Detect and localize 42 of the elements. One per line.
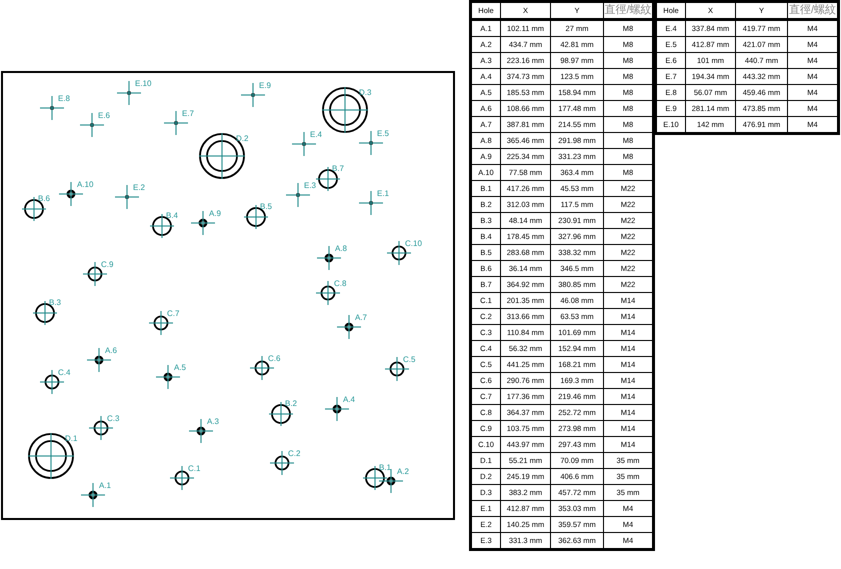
hole-label: A.3 (207, 417, 220, 426)
hole-label: B.5 (260, 202, 272, 211)
hole-label: B.1 (379, 463, 392, 472)
hole-label: B.7 (332, 164, 344, 173)
hole-label: C.3 (107, 414, 120, 423)
hole-label: A.7 (355, 313, 368, 322)
hole-label: D.3 (359, 88, 372, 97)
column-header: 直徑/螺紋 (788, 2, 838, 20)
hole-label: A.8 (335, 244, 348, 253)
hole-label: B.6 (38, 194, 50, 203)
hole-label: C.9 (101, 260, 114, 269)
hole-label: C.6 (268, 354, 280, 363)
hole-label: E.10 (135, 79, 152, 88)
column-header: 直徑/螺紋 (604, 2, 654, 20)
hole-label: A.1 (99, 481, 112, 490)
hole-label: E.8 (58, 94, 70, 103)
hole-label: D.1 (65, 434, 78, 443)
hole-label: E.5 (377, 129, 390, 138)
hole-label: B.2 (285, 399, 298, 408)
hole-label: A.2 (397, 467, 410, 476)
hole-label: D.2 (236, 134, 248, 143)
hole-label: A.4 (343, 395, 356, 404)
hole-label: C.7 (167, 309, 180, 318)
hole-label: E.6 (98, 111, 110, 120)
hole-label: E.2 (133, 183, 146, 192)
hole-label: E.3 (304, 181, 316, 190)
hole-label: C.2 (288, 449, 300, 458)
hole-label: A.10 (77, 180, 94, 189)
hole-label: A.9 (209, 209, 222, 218)
hole-label: A.5 (174, 363, 186, 372)
hole-label: C.5 (403, 355, 416, 364)
hole-label: E.9 (259, 81, 272, 90)
hole-label: E.1 (377, 189, 390, 198)
hole-label: C.4 (58, 368, 70, 377)
hole-label: B.4 (166, 211, 178, 220)
hole-label: C.10 (405, 239, 422, 248)
hole-label: A.6 (105, 346, 118, 355)
hole-label: C.1 (188, 464, 200, 473)
hole-label: C.8 (334, 279, 346, 288)
hole-label: E.7 (182, 109, 194, 118)
hole-label: B.3 (49, 298, 62, 307)
hole-label: E.4 (310, 130, 322, 139)
